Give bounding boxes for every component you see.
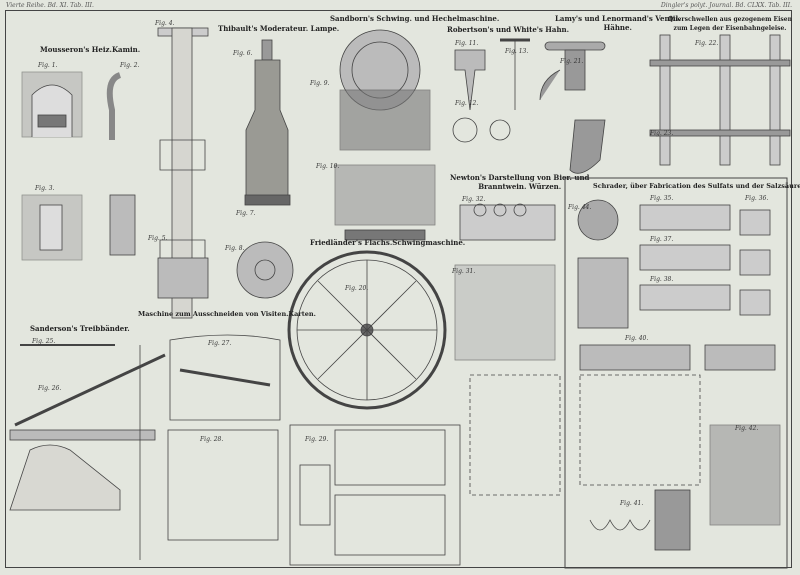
title-thibault: Thibault's Moderateur. Lampe. [218,24,340,33]
title-robertson: Robertson's und White's Hahn. [447,25,570,34]
title-querschwellen-line1: Querschwellen aus gezogenem Eisen [668,16,792,23]
fig-label: Fig. 7. [236,210,256,217]
fig-label: Fig. 28. [200,436,224,443]
hackling-machine-drawing [334,29,436,241]
fig-label: Fig. 37. [650,236,674,243]
fig-label: Fig. 12. [455,100,479,107]
fig-label: Fig. 29. [305,436,329,443]
railway-sleepers-drawing [649,34,791,166]
column-drawing [157,27,209,319]
fig-label: Fig. 13. [505,48,529,55]
fig-label: Fig. 31. [452,268,476,275]
card-cutting-machine-drawing [167,334,461,566]
fig-label: Fig. 5. [148,235,168,242]
plate-series-header: Vierte Reihe. Bd. XI. Tab. III. [6,2,94,9]
fig-label: Fig. 35. [650,195,674,202]
fig-label: Fig. 38. [650,276,674,283]
title-lamy: Lamy's und Lenormand's Ventil.Hähne. [555,14,681,32]
lamp-drawing [236,39,294,299]
fig-label: Fig. 36. [745,195,769,202]
drive-belt-drawing [9,344,166,560]
fig-label: Fig. 22. [695,40,719,47]
fig-label: Fig. 11. [455,40,479,47]
fig-label: Fig. 10. [316,163,340,170]
title-querschwellen-line2: zum Legen der Eisenbahngeleise. [673,25,787,32]
fig-label: Fig. 2. [120,62,140,69]
title-sanderson: Sanderson's Treibbänder. [30,324,130,333]
vessel-rows-drawing [469,374,701,496]
title-querschwellen: Querschwellen aus gezogenem Eisen zum Leg… [668,15,792,33]
title-lamy-line1: Lamy's und Lenormand's Ventil. [555,14,681,23]
title-sandborn: Sandborn's Schwing. und Hechelmaschine. [330,14,500,23]
title-visitenkarten: Maschine zum Ausschneiden von Visiten.Ka… [138,310,316,318]
journal-header: Dingler's polyt. Journal. Bd. CLXX. Tab.… [660,2,792,9]
title-friedlaender: Friedländer's Flachs.Schwingmaschine. [310,238,466,247]
title-schrader: Schrader, über Fabrication des Sulfats u… [593,182,800,190]
fig-label: Fig. 26. [38,385,62,392]
fig-label: Fig. 21. [560,58,584,65]
plate-frame [5,10,792,568]
fig-label: Fig. 9. [310,80,330,87]
fireplace-drawing [21,71,136,261]
valve-drawings [452,38,606,174]
fig-label: Fig. 32. [462,196,486,203]
fig-label: Fig. 8. [225,245,245,252]
fig-label: Fig. 27. [208,340,232,347]
sulfate-furnace-drawings [564,177,788,569]
fig-label: Fig. 42. [735,425,759,432]
title-newton-line1: Newton's Darstellung von Bier. und [450,173,590,182]
title-lamy-line2: Hähne. [603,23,632,32]
fig-label: Fig. 40. [625,335,649,342]
fig-label: Fig. 23. [650,130,674,137]
title-newton-line2: Branntwein. Würzen. [478,182,562,191]
brewing-apparatus-drawing [454,203,556,361]
title-mousseron: Mousseron's Heiz.Kamin. [40,45,141,54]
fig-label: Fig. 25. [32,338,56,345]
flax-wheel-drawing [287,250,447,410]
fig-label: Fig. 1. [38,62,58,69]
fig-label: Fig. 44. [568,204,592,211]
fig-label: Fig. 6. [233,50,253,57]
fig-label: Fig. 20. [345,285,369,292]
fig-label: Fig. 3. [35,185,55,192]
fig-label: Fig. 41. [620,500,644,507]
fig-label: Fig. 4. [155,20,175,27]
